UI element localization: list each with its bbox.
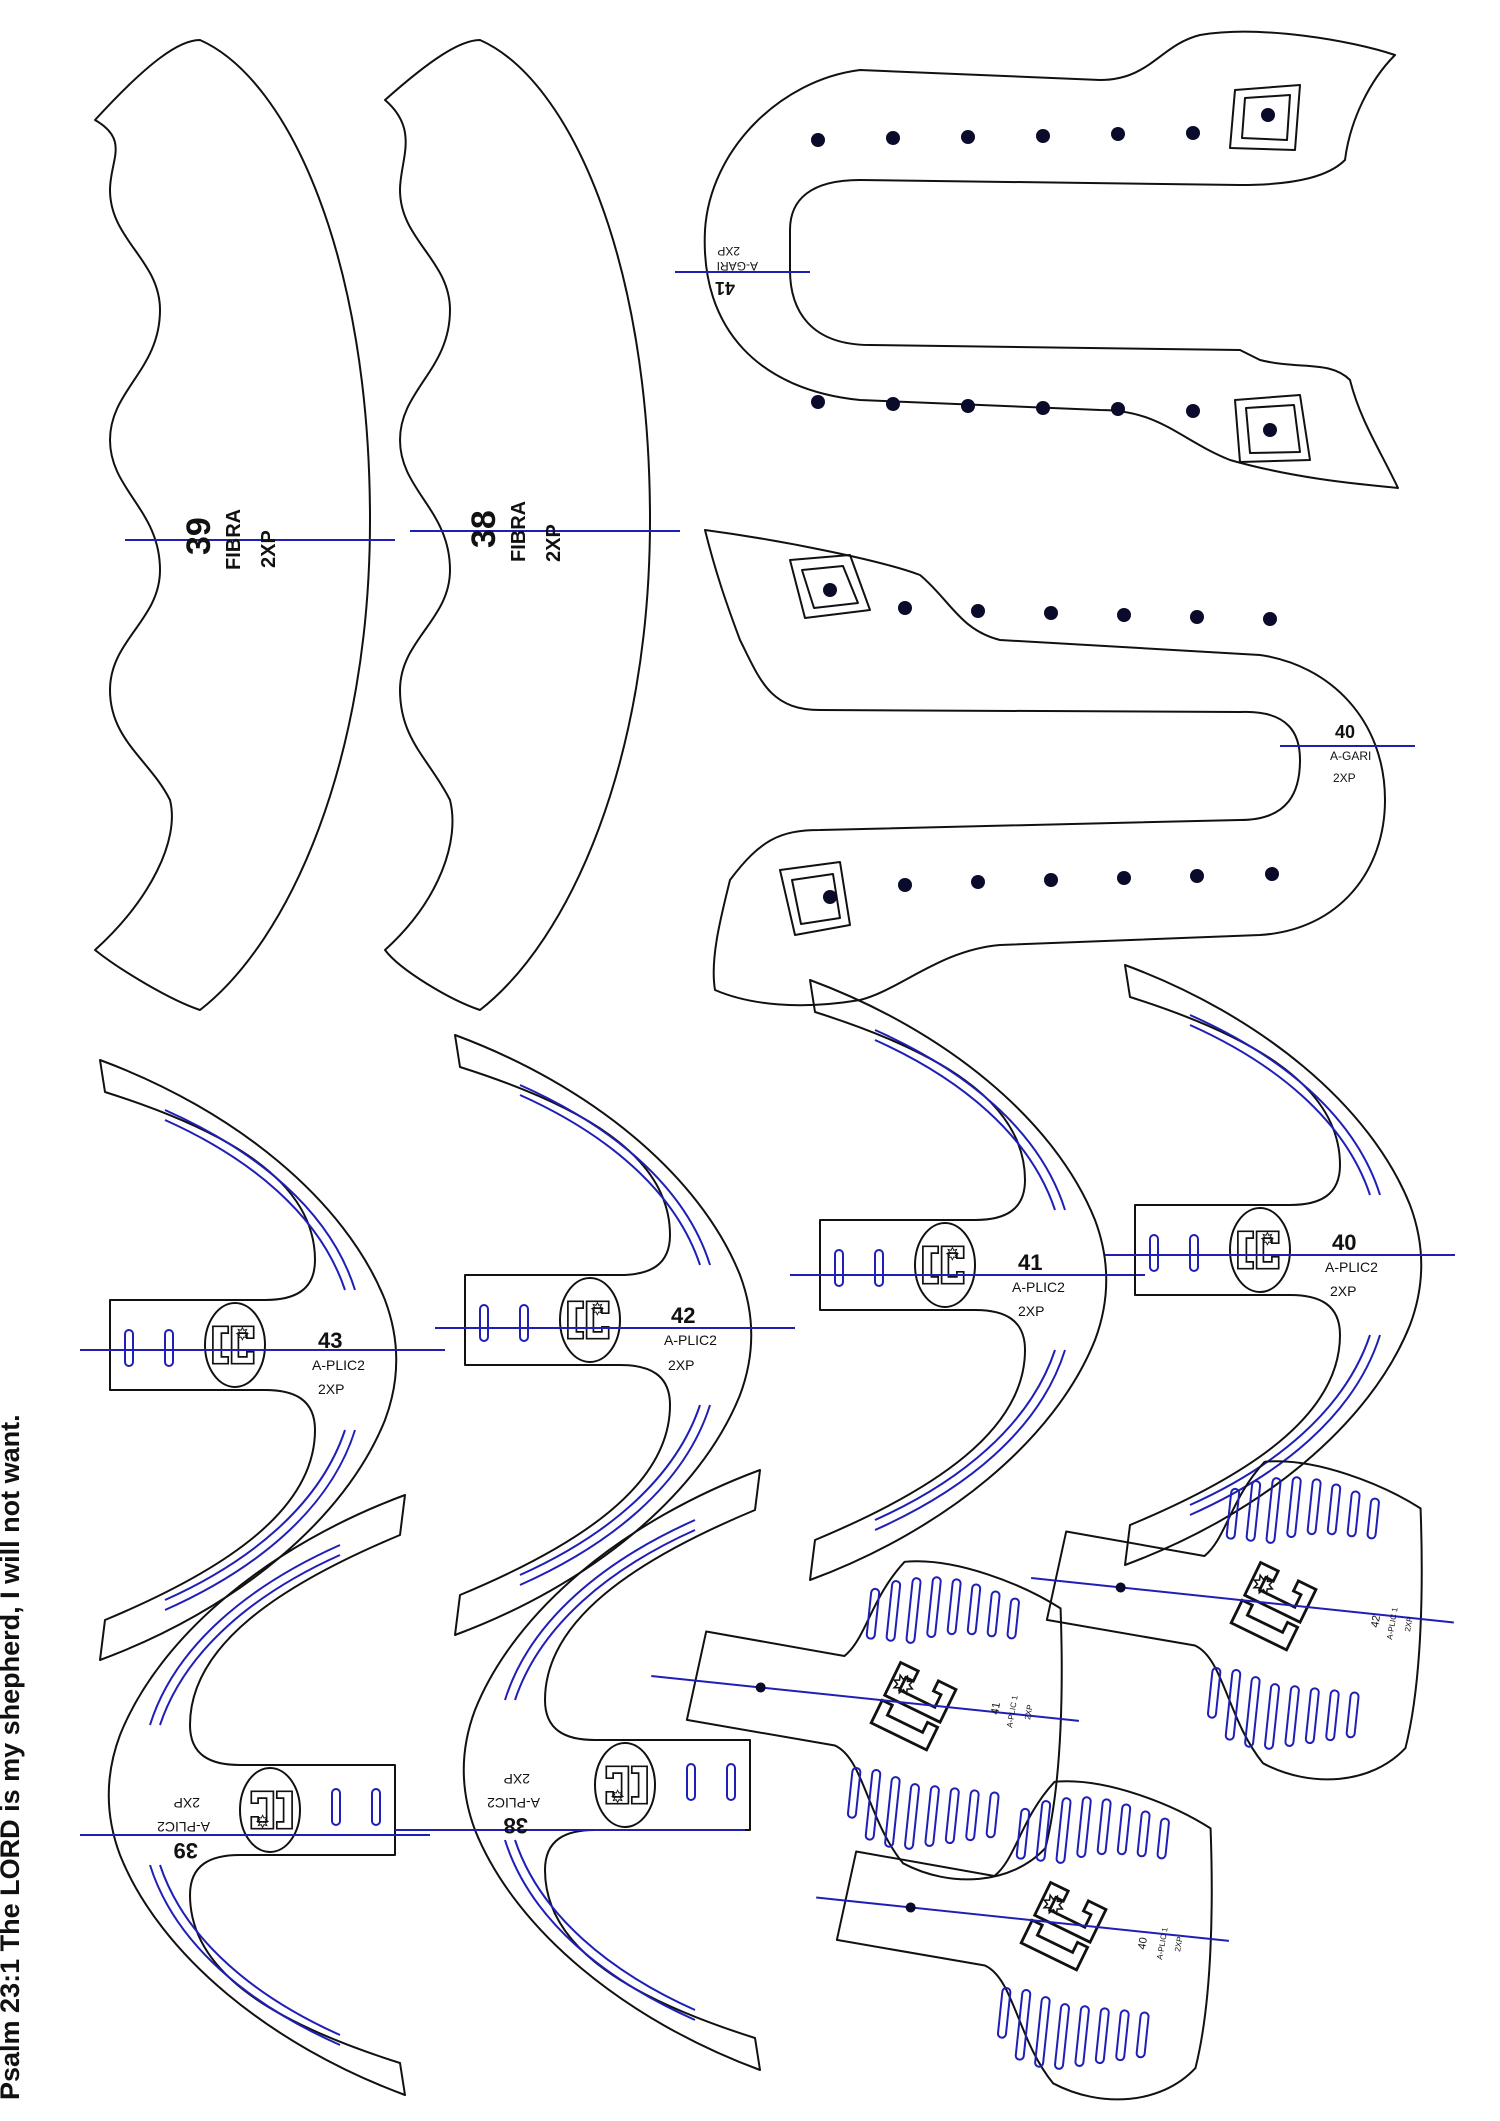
plic1-41-qty: 2XP [1023,1704,1034,1720]
plic1-42-qty: 2XP [1403,1616,1414,1632]
plic2-42-qty: 2XP [668,1357,694,1373]
plic1-piece-40 [816,1757,1230,2110]
gari-41-holes [811,108,1277,437]
plic1-41-material: A-PLIC 1 [1005,1694,1020,1728]
plic2-40-qty: 2XP [1330,1283,1356,1299]
fibra-38-qty: 2XP [543,524,565,562]
gari-piece-40 [704,529,1415,1007]
plic2-40-num: 40 [1332,1230,1356,1255]
plic2-38-num: 38 [504,1813,528,1838]
plic2-piece-39 [80,1494,430,2096]
plic2-piece-41 [790,979,1145,1581]
plic1-42-num: 42 [1369,1614,1383,1628]
plic1-42-slots [1206,1476,1380,1750]
fibra-39-qty: 2XP [258,530,280,568]
plic1-40-material: A-PLIC 1 [1155,1926,1170,1960]
plic1-piece-41 [651,1537,1080,1890]
plic2-piece-42 [435,1034,795,1636]
gari-40-material: A-GARI [1330,749,1371,763]
gari-40-holes [823,583,1279,904]
gari-41-material: A-GARI [717,259,758,273]
fibra-38-material: FIBRA [508,501,530,562]
fibra-piece-39 [94,39,395,1011]
plic2-39-material: A-PLIC2 [157,1819,210,1835]
plic2-41-qty: 2XP [1018,1303,1044,1319]
gari-41-qty: 2XP [717,244,740,258]
gari-piece-41 [675,30,1399,489]
plic2-38-material: A-PLIC2 [487,1795,540,1811]
plic2-39-qty: 2XP [174,1795,200,1811]
gari-40-qty: 2XP [1333,771,1356,785]
fibra-38-num: 38 [465,510,503,548]
gari-40-num: 40 [1335,722,1355,742]
gari-41-num: 41 [715,278,735,298]
fibra-39-num: 39 [180,517,218,555]
plic2-piece-38 [395,1469,761,2071]
fibra-39-material: FIBRA [223,509,245,570]
plic1-40-slots [996,1796,1170,2070]
plic2-41-num: 41 [1018,1250,1042,1275]
fibra-piece-38 [384,39,680,1011]
plic1-piece-42 [1031,1437,1454,1790]
plic1-41-slots [846,1576,1020,1850]
plic2-39-num: 39 [174,1838,198,1863]
plic2-38-qty: 2XP [504,1771,530,1787]
plic2-42-num: 42 [671,1303,695,1328]
plic2-43-num: 43 [318,1328,342,1353]
plic2-41-material: A-PLIC2 [1012,1279,1065,1295]
plic1-40-num: 40 [1136,1936,1150,1950]
plic2-43-material: A-PLIC2 [312,1357,365,1373]
plic1-41-num: 41 [989,1701,1003,1715]
plic2-40-material: A-PLIC2 [1325,1259,1378,1275]
verse-caption: Psalm 23:1 The LORD is my shepherd, I wi… [0,1414,25,2100]
plic1-40-qty: 2XP [1173,1936,1184,1952]
plic2-42-material: A-PLIC2 [664,1332,717,1348]
plic2-piece-40 [1105,964,1455,1566]
plic2-43-qty: 2XP [318,1381,344,1397]
plic2-piece-43 [80,1059,445,1661]
plic1-42-material: A-PLIC 1 [1385,1606,1400,1640]
